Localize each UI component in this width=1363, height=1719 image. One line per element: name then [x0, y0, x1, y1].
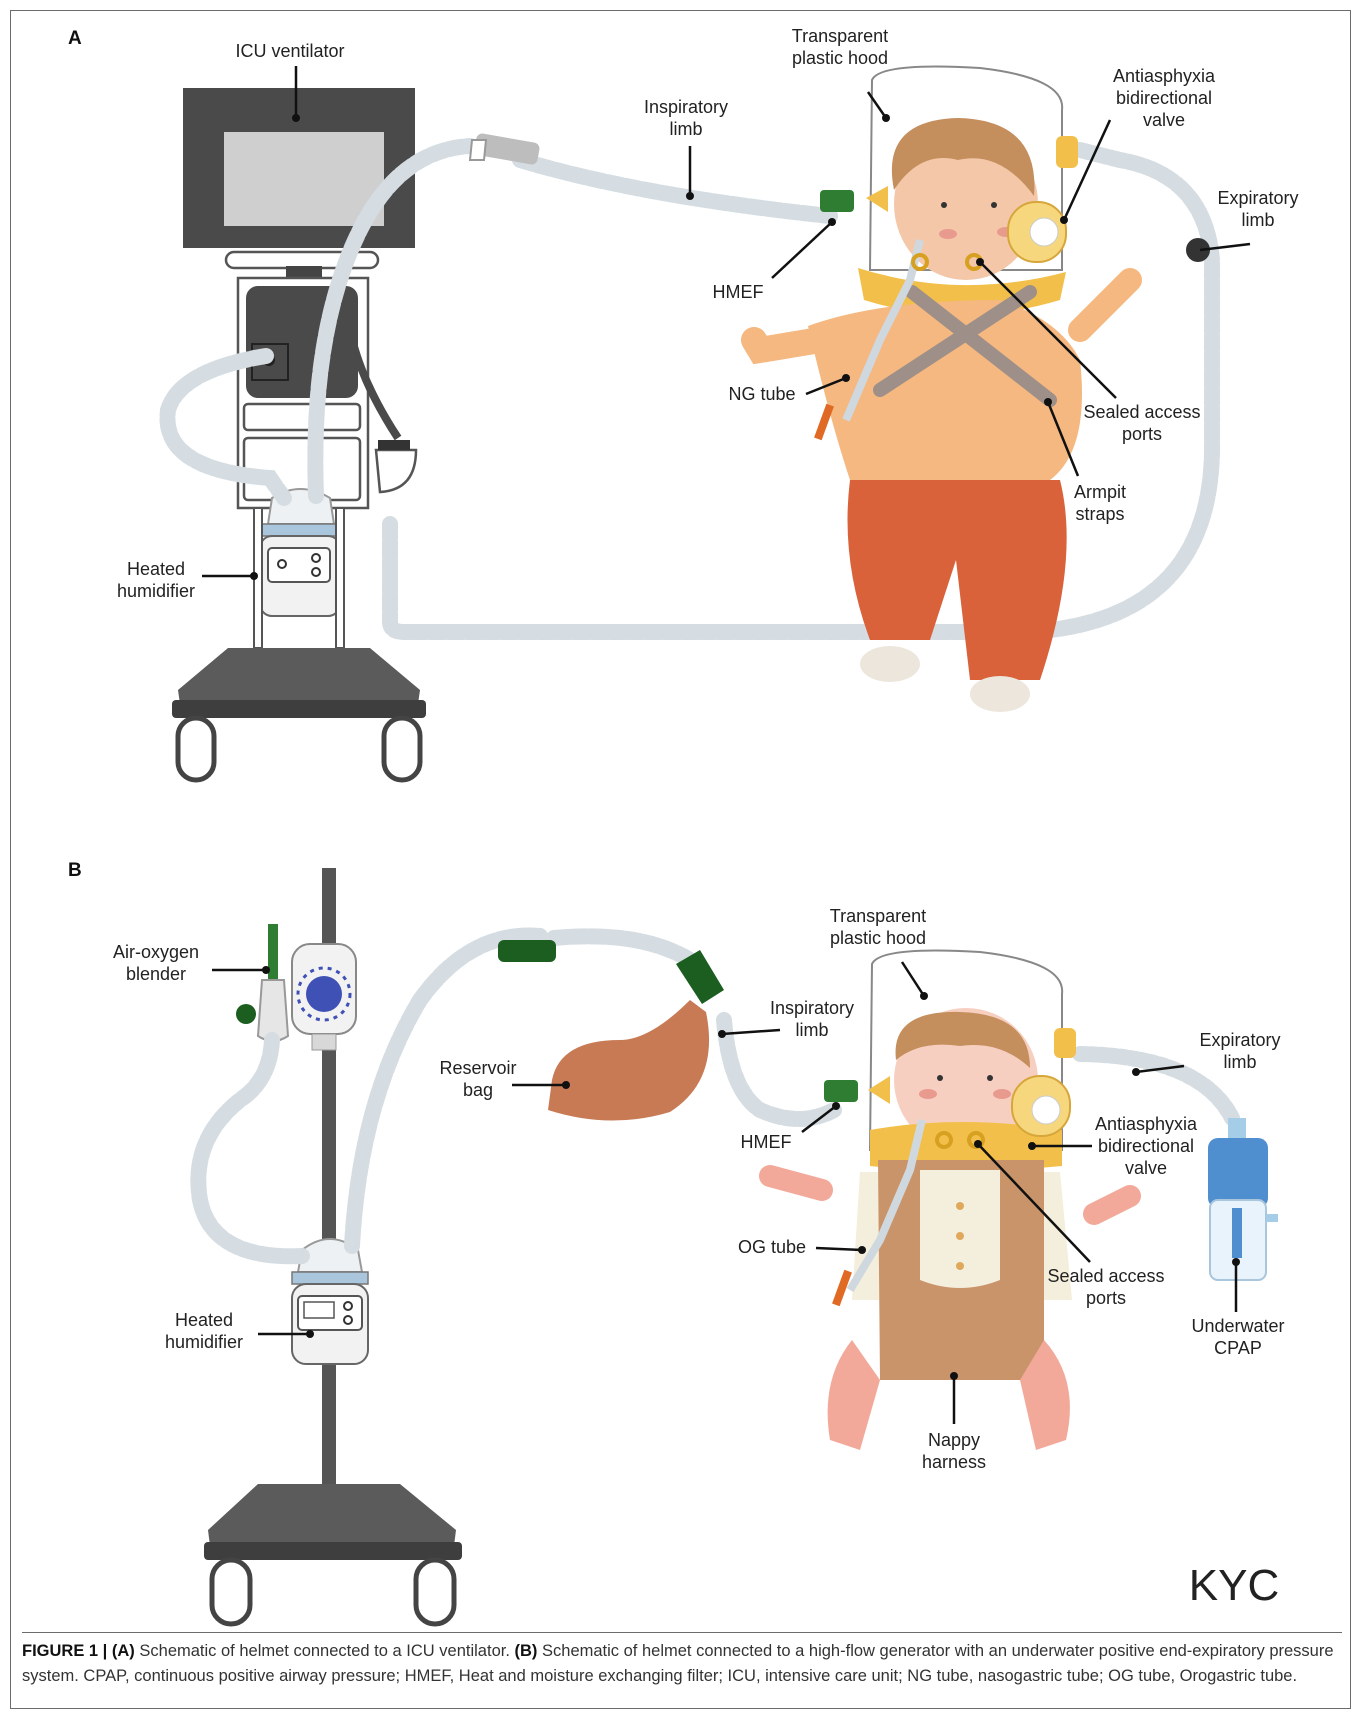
label-reservoir-bag-1: Reservoir [439, 1058, 516, 1078]
label-hood-b-2: plastic hood [830, 928, 926, 948]
label-og-tube: OG tube [738, 1237, 806, 1257]
label-sealed-ports-a-2: ports [1122, 424, 1162, 444]
label-valve-b-2: bidirectional [1098, 1136, 1194, 1156]
label-inspiratory-limb-b-2: limb [795, 1020, 828, 1040]
label-valve-b-3: valve [1125, 1158, 1167, 1178]
panel-a-label: A [68, 28, 82, 49]
label-humidifier-b-2: humidifier [165, 1332, 243, 1352]
label-hood-a-2: plastic hood [792, 48, 888, 68]
caption-a-text: Schematic of helmet connected to a ICU v… [139, 1642, 510, 1660]
label-hmef-b: HMEF [741, 1132, 792, 1152]
label-valve-a-3: valve [1143, 110, 1185, 130]
label-humidifier-a-1: Heated [127, 559, 185, 579]
heated-humidifier-a [260, 489, 340, 616]
caption-b-label: (B) [515, 1642, 538, 1660]
label-expiratory-limb-b-2: limb [1223, 1052, 1256, 1072]
figure-caption: FIGURE 1 | (A) Schematic of helmet conne… [22, 1632, 1342, 1689]
label-expiratory-limb-a-2: limb [1241, 210, 1274, 230]
infant-a [754, 67, 1130, 713]
label-valve-a-1: Antiasphyxia [1113, 66, 1216, 86]
figure-illustration: A [0, 0, 1363, 1630]
label-blender-2: blender [126, 964, 186, 984]
label-hmef-a: HMEF [713, 282, 764, 302]
label-humidifier-b-1: Heated [175, 1310, 233, 1330]
caption-figure-label: FIGURE 1 | [22, 1642, 107, 1660]
label-inspiratory-limb-b-1: Inspiratory [770, 998, 854, 1018]
label-nappy-harness-1: Nappy [928, 1430, 980, 1450]
underwater-cpap [1208, 1118, 1278, 1280]
label-ng-tube: NG tube [728, 384, 795, 404]
label-expiratory-limb-b-1: Expiratory [1199, 1030, 1280, 1050]
label-sealed-ports-b-1: Sealed access [1047, 1266, 1164, 1286]
label-blender-1: Air-oxygen [113, 942, 199, 962]
label-hood-b-1: Transparent [830, 906, 926, 926]
label-armpit-straps-1: Armpit [1074, 482, 1126, 502]
label-icu-ventilator: ICU ventilator [235, 41, 344, 61]
caption-a-label: (A) [112, 1642, 135, 1660]
label-expiratory-limb-a-1: Expiratory [1217, 188, 1298, 208]
label-inspiratory-limb-a-1: Inspiratory [644, 97, 728, 117]
label-armpit-straps-2: straps [1075, 504, 1124, 524]
label-sealed-ports-b-2: ports [1086, 1288, 1126, 1308]
label-valve-a-2: bidirectional [1116, 88, 1212, 108]
panel-b-label: B [68, 860, 82, 881]
label-reservoir-bag-2: bag [463, 1080, 493, 1100]
artist-signature: KYC [1189, 1561, 1279, 1610]
label-underwater-cpap-2: CPAP [1214, 1338, 1262, 1358]
label-underwater-cpap-1: Underwater [1191, 1316, 1284, 1336]
label-nappy-harness-2: harness [922, 1452, 986, 1472]
icu-ventilator [183, 88, 416, 508]
reservoir-bag [548, 1000, 709, 1121]
label-hood-a-1: Transparent [792, 26, 888, 46]
label-humidifier-a-2: humidifier [117, 581, 195, 601]
label-inspiratory-limb-a-2: limb [669, 119, 702, 139]
label-valve-b-1: Antiasphyxia [1095, 1114, 1198, 1134]
air-oxygen-blender [236, 924, 356, 1050]
label-sealed-ports-a-1: Sealed access [1083, 402, 1200, 422]
